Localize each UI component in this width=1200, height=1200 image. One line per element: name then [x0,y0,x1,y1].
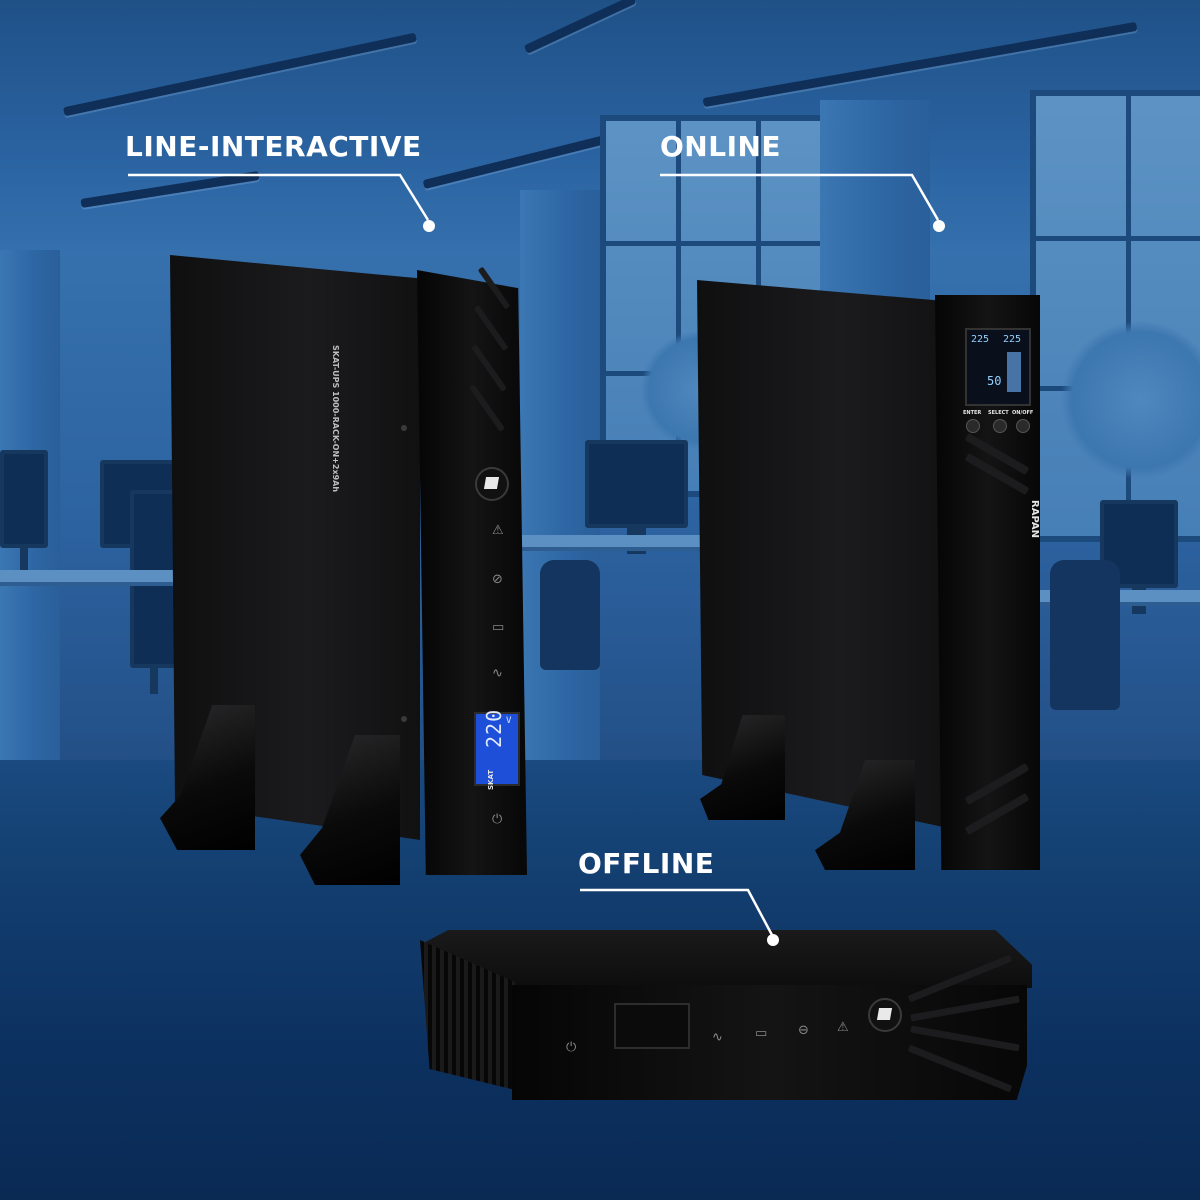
lcd-value: 220 [482,708,506,748]
lcd-input-voltage: 225 [971,334,990,345]
enter-button[interactable] [966,419,980,433]
ups-front-panel [512,985,1027,1100]
on-off-button[interactable] [1016,419,1030,433]
ac-input-icon: ∿ [712,1030,723,1045]
ac-input-icon: ∿ [492,666,503,681]
background-monitor [0,450,48,574]
online-button-label: SELECT [988,410,1009,416]
bypass-icon: ⊘ [492,572,503,587]
alarm-icon: ⚠ [492,523,504,538]
model-text: SKAT-UPS 1000-RACK-ON+2x9Ah [331,345,340,493]
office-chair [1050,560,1120,710]
logo-button[interactable] [868,998,902,1032]
outside-tree [1060,320,1200,480]
ups-top-panel [424,930,1032,988]
online-label: ONLINE [660,130,782,163]
offline-label: OFFLINE [578,847,715,880]
battery-icon: ▭ [492,620,505,635]
online-button-label: ENTER [963,410,982,416]
office-desk [520,535,700,547]
brand-label: RAPAN [1029,500,1040,538]
select-button[interactable] [993,419,1007,433]
offline-lcd [614,1003,690,1049]
background-monitor [585,440,688,554]
side-screw [401,425,407,431]
side-screw [401,716,407,722]
line-interactive-label: LINE-INTERACTIVE [125,130,422,163]
office-desk [0,570,175,582]
bypass-icon: ⊖ [798,1023,809,1038]
alarm-icon: ⚠ [837,1020,849,1035]
office-chair [540,560,600,670]
lcd-bottom-value: 50 [987,374,1002,388]
battery-icon: ▭ [755,1026,768,1041]
lcd-output-voltage: 225 [1003,334,1022,345]
brand-label: SKAT [487,769,495,790]
lcd-display: 225 225 50 [965,328,1031,406]
lcd-unit: V [506,716,512,726]
lcd-display: V 220 [474,708,520,786]
online-button-label: ON/OFF [1012,410,1034,416]
power-icon[interactable]: ⏻ [566,1040,577,1055]
logo-button[interactable] [475,467,509,501]
power-icon[interactable]: ⏻ [492,812,503,827]
lcd-load-bar [1007,352,1021,392]
